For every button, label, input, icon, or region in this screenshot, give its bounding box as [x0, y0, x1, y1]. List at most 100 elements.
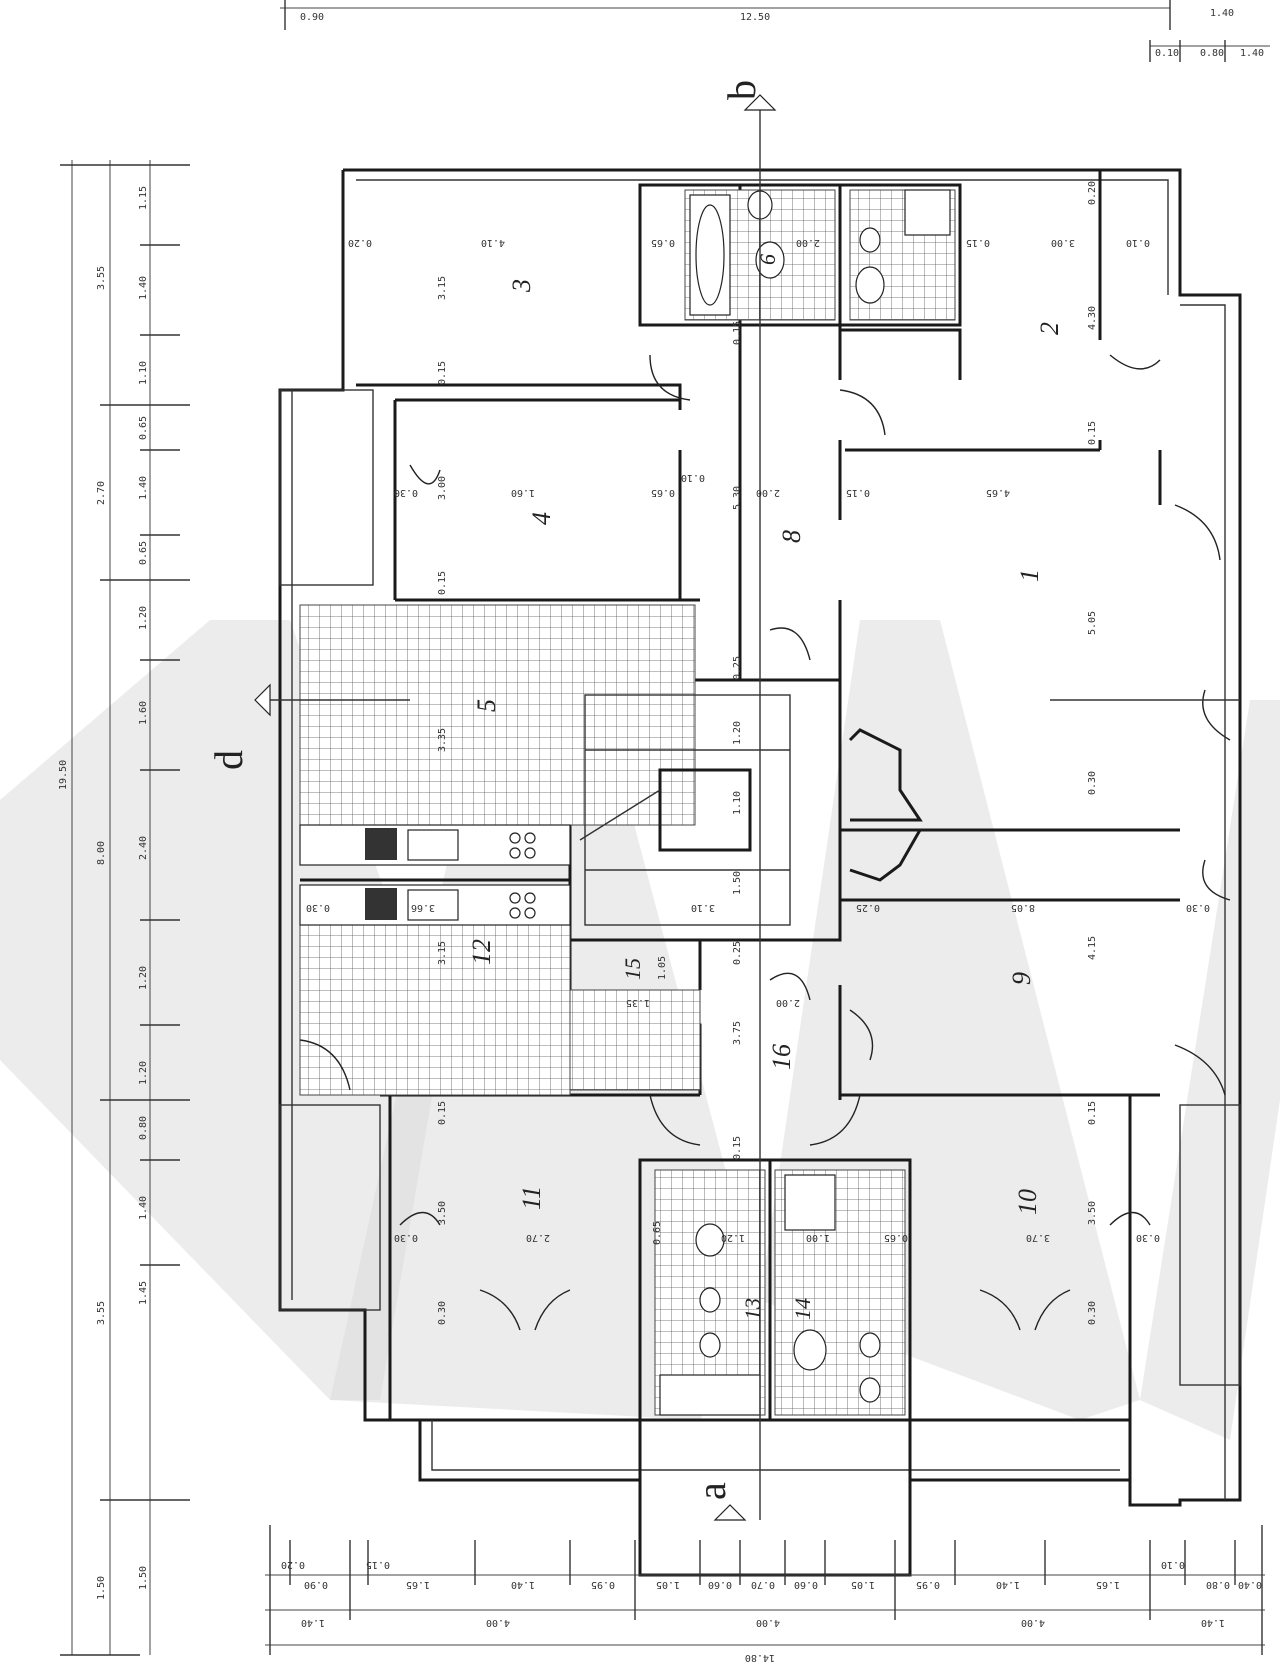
tiled-floor-room-5 [299, 604, 696, 826]
dim-r9-2: 8.05 [1011, 902, 1035, 913]
section-arrow-b [743, 94, 777, 111]
dim-r3-2: 4.10 [481, 237, 505, 248]
dim-r2-3: 0.10 [1126, 237, 1150, 248]
dim-r9-1: 0.25 [856, 902, 880, 913]
dim-r9-4: 4.15 [1087, 936, 1098, 960]
bottom-dim-6: 0.95 [591, 1579, 615, 1590]
dim-r11-3: 0.30 [394, 1232, 418, 1243]
dim-r8-3: 5.30 [732, 486, 743, 510]
shower-icon [904, 189, 951, 236]
bottom-dim-row2-1: 1.40 [301, 1617, 325, 1628]
section-mark-b: b [719, 80, 764, 100]
left-dim-part-11: 1.20 [138, 1061, 149, 1085]
bottom-dim-8: 0.60 [708, 1579, 732, 1590]
top-dimension-line [280, 0, 1270, 62]
dim-r12-2: 3.66 [411, 902, 435, 913]
dim-r6-3: 2.00 [796, 237, 820, 248]
bottom-dim-14: 1.65 [1096, 1579, 1120, 1590]
dim-r4-3: 1.60 [511, 487, 535, 498]
dim-r8-1: 0.10 [681, 472, 705, 483]
left-dim-group-5: 1.50 [96, 1576, 107, 1600]
bottom-dim-2: 0.90 [304, 1579, 328, 1590]
bottom-dim-total: 14.80 [745, 1652, 775, 1663]
bidet-icon [699, 1287, 721, 1313]
doors [299, 354, 1231, 1331]
bottom-dim-3: 0.15 [366, 1559, 390, 1570]
left-dim-part-3: 1.10 [138, 361, 149, 385]
bottom-dim-11: 1.05 [851, 1579, 875, 1590]
dim-r8-4: 0.15 [846, 487, 870, 498]
left-dim-part-15: 1.50 [138, 1566, 149, 1590]
dim-r2-5: 4.30 [1087, 306, 1098, 330]
top-dim-sub-3: 1.40 [1240, 48, 1264, 59]
dim-r2-2: 3.00 [1051, 237, 1075, 248]
dim-r5-1: 3.35 [437, 728, 448, 752]
dim-r11-6: 0.30 [437, 1301, 448, 1325]
left-dim-part-6: 0.65 [138, 541, 149, 565]
dim-r10-4: 0.65 [884, 1232, 908, 1243]
left-dim-part-7: 1.20 [138, 606, 149, 630]
top-dim-total: 12.50 [740, 12, 770, 23]
toilet-icon [699, 1332, 721, 1358]
dim-r10-2: 3.50 [1087, 1201, 1098, 1225]
dim-r10-1: 0.15 [1087, 1101, 1098, 1125]
room-label-4: 4 [527, 512, 556, 525]
dim-r3-4: 0.15 [437, 361, 448, 385]
left-dim-part-9: 2.40 [138, 836, 149, 860]
kitchen-counter-5 [299, 824, 571, 866]
outer-walls [278, 168, 1242, 1577]
section-arrow-a [713, 1504, 747, 1521]
dim-stair-5: 0.25 [732, 941, 743, 965]
room-label-3: 3 [507, 279, 536, 293]
dim-r11-4: 2.70 [526, 1232, 550, 1243]
room-label-12: 12 [467, 939, 496, 965]
tiled-floor-room-12b [569, 989, 701, 1091]
dim-stair-4: 0.25 [732, 656, 743, 680]
dim-stair-6: 3.10 [691, 902, 715, 913]
dim-r10-6: 0.30 [1087, 1301, 1098, 1325]
section-mark-a: a [689, 1482, 734, 1500]
washbasin-icon [793, 1329, 827, 1371]
bottom-dim-12: 0.95 [916, 1579, 940, 1590]
dim-r8-5: 4.65 [986, 487, 1010, 498]
dim-r2-1: 0.15 [966, 237, 990, 248]
room-label-1: 1 [1015, 569, 1044, 582]
dim-r9-3: 0.30 [1186, 902, 1210, 913]
dim-stair-1: 1.20 [732, 721, 743, 745]
dim-r15-1: 1.05 [657, 956, 668, 980]
toilet-icon [859, 1377, 881, 1403]
dim-r12-3: 3.15 [437, 941, 448, 965]
dim-r11-1: 0.15 [437, 1101, 448, 1125]
room-label-9: 9 [1007, 972, 1036, 985]
left-dim-group-4: 3.55 [96, 1301, 107, 1325]
room-label-8: 8 [777, 530, 806, 543]
room-label-16: 16 [767, 1044, 796, 1070]
bidet-icon [859, 227, 881, 253]
left-dim-group-3: 8.00 [96, 841, 107, 865]
room-label-11: 11 [517, 1186, 546, 1210]
dim-r11-5: 0.65 [652, 1221, 663, 1245]
bottom-dim-9: 0.70 [751, 1579, 775, 1590]
dim-r10-5: 0.30 [1136, 1232, 1160, 1243]
dim-r6-2: 0.15 [732, 321, 743, 345]
bottom-dim-row2-4: 4.00 [1021, 1617, 1045, 1628]
dim-r3-3: 3.15 [437, 276, 448, 300]
left-dimension-chain [60, 160, 190, 1656]
dim-stair-3: 1.50 [732, 871, 743, 895]
top-dim-sub-1: 0.10 [1155, 48, 1179, 59]
room-label-14: 14 [790, 1298, 815, 1320]
room-label-10: 10 [1013, 1189, 1042, 1215]
left-dim-part-12: 0.80 [138, 1116, 149, 1140]
dim-r2-6: 0.15 [1087, 421, 1098, 445]
dim-r4-4: 0.65 [651, 487, 675, 498]
dim-r16-1: 2.00 [776, 997, 800, 1008]
section-arrow-d [254, 683, 271, 717]
washbasin-icon [855, 266, 885, 304]
left-dim-total: 19.50 [58, 760, 69, 790]
shower-icon [784, 1174, 836, 1231]
kitchen-counter-12 [299, 884, 571, 926]
dim-r1-1: 5.05 [1087, 611, 1098, 635]
top-dim-sub-2: 0.80 [1200, 48, 1224, 59]
dim-r13-3: 1.00 [806, 1232, 830, 1243]
dim-r2-4: 0.20 [1087, 181, 1098, 205]
